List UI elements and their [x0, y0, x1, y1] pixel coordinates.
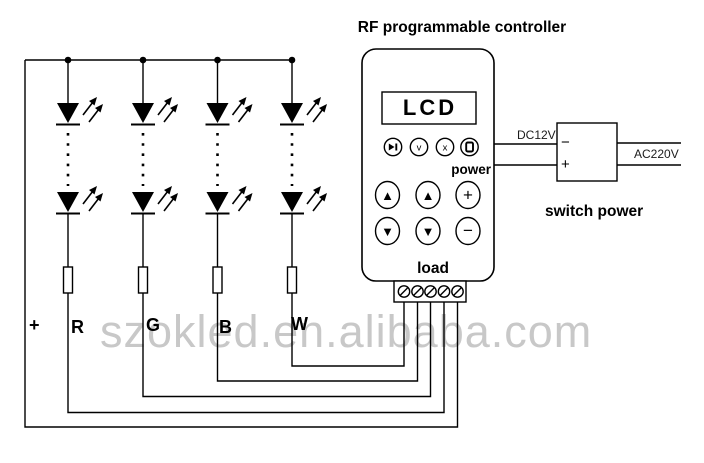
label-blue: B — [219, 317, 232, 337]
label-green: G — [146, 315, 160, 335]
label-white: W — [291, 314, 308, 334]
led-string-blue — [206, 56, 419, 382]
resistor — [62, 266, 74, 294]
led-icon — [206, 97, 253, 125]
psu-minus-label: − — [561, 134, 570, 151]
skip-button — [383, 137, 403, 157]
resistor — [286, 266, 298, 294]
blue-channel-wire — [216, 293, 419, 382]
led-icon — [280, 97, 327, 125]
white-channel-wire — [291, 293, 405, 367]
stop-button — [460, 137, 479, 157]
plus-icon: + — [463, 186, 473, 205]
dc-power-wires — [494, 143, 557, 166]
down-button-2 — [415, 216, 441, 246]
down-button-1 — [374, 216, 401, 246]
confirm-icon: v — [417, 143, 422, 154]
red-channel-wire — [67, 293, 445, 414]
switch-power-label: switch power — [545, 203, 643, 220]
led-icon — [206, 186, 253, 214]
minus-icon: − — [463, 221, 473, 240]
label-red: R — [71, 317, 84, 337]
resistor — [137, 266, 149, 294]
cancel-button — [435, 137, 455, 157]
minus-button — [455, 216, 481, 246]
green-channel-wire — [142, 293, 432, 398]
cancel-icon: x — [443, 143, 448, 154]
led-string-white — [280, 56, 405, 367]
up-arrow-icon: ▲ — [422, 188, 435, 203]
load-label: load — [417, 260, 449, 277]
skip-icon — [388, 143, 398, 151]
label-positive: + — [29, 315, 40, 335]
led-string-green — [131, 56, 432, 398]
led-string-red — [56, 56, 445, 414]
led-icon — [56, 97, 103, 125]
psu-plus-label: + — [561, 156, 570, 173]
load-terminal-block — [393, 280, 467, 303]
pad-buttons: ▲ ▲ + ▼ ▼ − — [374, 180, 481, 246]
up-arrow-icon: ▲ — [381, 188, 394, 203]
confirm-button — [409, 137, 429, 157]
down-arrow-icon: ▼ — [422, 224, 435, 239]
stop-icon — [465, 141, 474, 153]
dc-voltage-label: DC12V — [517, 128, 556, 142]
resistor — [212, 266, 223, 294]
led-icon — [131, 97, 178, 125]
led-icon — [131, 186, 178, 214]
down-arrow-icon: ▼ — [381, 224, 394, 239]
up-button-2 — [415, 180, 441, 210]
led-icon — [56, 186, 103, 214]
plus-button — [455, 180, 481, 210]
power-supply-box — [556, 122, 618, 182]
function-buttons: v x — [383, 137, 479, 157]
lcd-label: LCD — [403, 95, 457, 120]
led-icon — [280, 186, 327, 214]
power-label: power — [451, 162, 492, 177]
rf-controller: LCD v x power ▲ ▲ + ▼ ▼ — [361, 48, 495, 303]
ac-voltage-label: AC220V — [634, 147, 679, 161]
switch-power-unit: − + AC220V switch power — [545, 122, 681, 220]
page-title: RF programmable controller — [358, 19, 566, 36]
lcd-screen — [381, 91, 477, 125]
up-button-1 — [374, 180, 401, 210]
watermark-text: szokled.en.alibaba.com — [100, 306, 592, 357]
